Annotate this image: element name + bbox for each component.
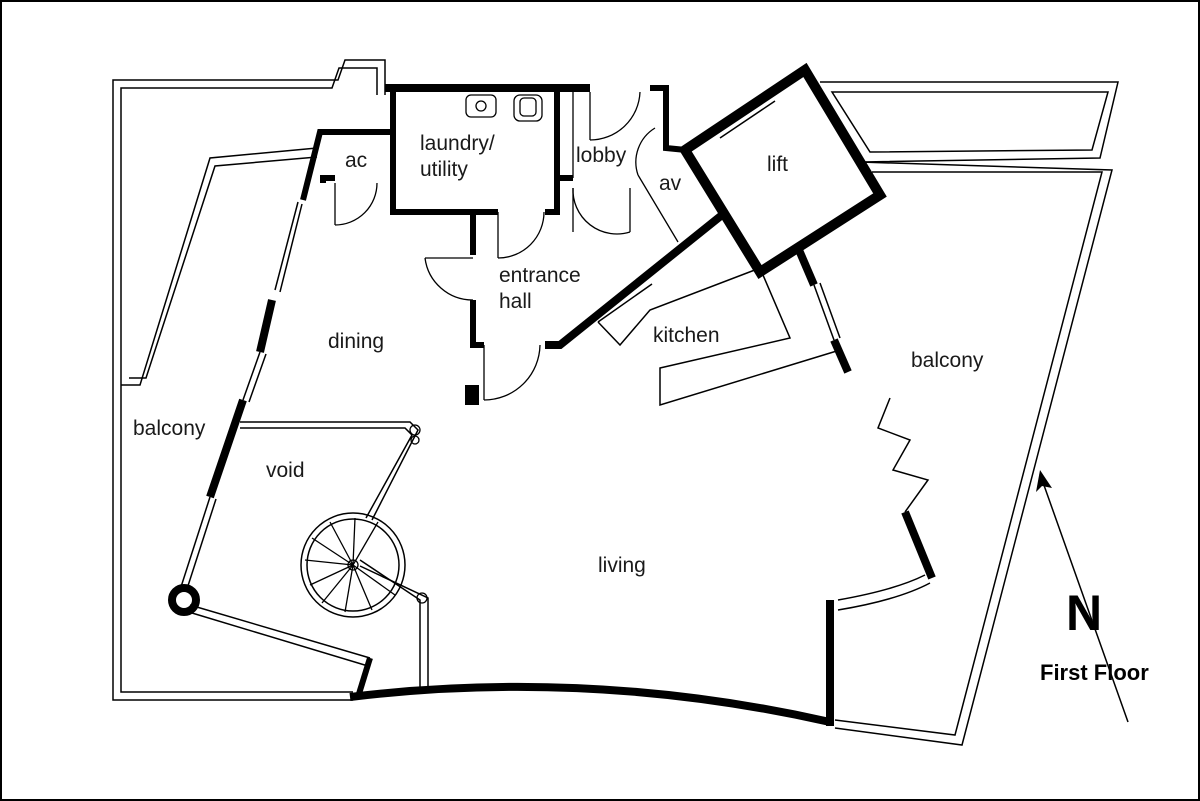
interior-walls	[206, 62, 936, 726]
left-balcony-outline	[112, 59, 386, 701]
room-label-entrance-line1: entrance	[499, 264, 581, 287]
room-label-void: void	[266, 459, 305, 482]
north-arrow-icon	[1036, 470, 1129, 723]
room-label-balcony-right: balcony	[911, 349, 984, 372]
laundry-fixtures	[465, 94, 543, 122]
room-label-kitchen: kitchen	[653, 324, 720, 347]
break-line	[877, 397, 930, 513]
structural-column	[465, 385, 479, 405]
room-label-laundry-line2: utility	[420, 158, 468, 181]
room-label-entrance-line2: hall	[499, 290, 532, 313]
kitchen-counter	[597, 267, 841, 407]
void-railing	[240, 421, 429, 690]
room-label-av: av	[659, 172, 682, 195]
right-balcony-outline	[820, 81, 1119, 746]
floor-title: First Floor	[1040, 660, 1149, 685]
room-label-balcony-left: balcony	[133, 417, 206, 440]
room-label-dining: dining	[328, 330, 384, 353]
lift-shaft	[678, 62, 887, 279]
room-label-laundry-line1: laundry/	[420, 132, 495, 155]
north-label: N	[1066, 585, 1102, 641]
room-label-ac: ac	[345, 149, 367, 172]
corner-column	[168, 584, 200, 616]
room-label-lift: lift	[767, 153, 788, 176]
windows	[179, 94, 931, 667]
room-label-living: living	[598, 554, 646, 577]
spiral-staircase	[300, 512, 406, 618]
room-label-lobby: lobby	[576, 144, 627, 167]
doors	[334, 91, 679, 401]
